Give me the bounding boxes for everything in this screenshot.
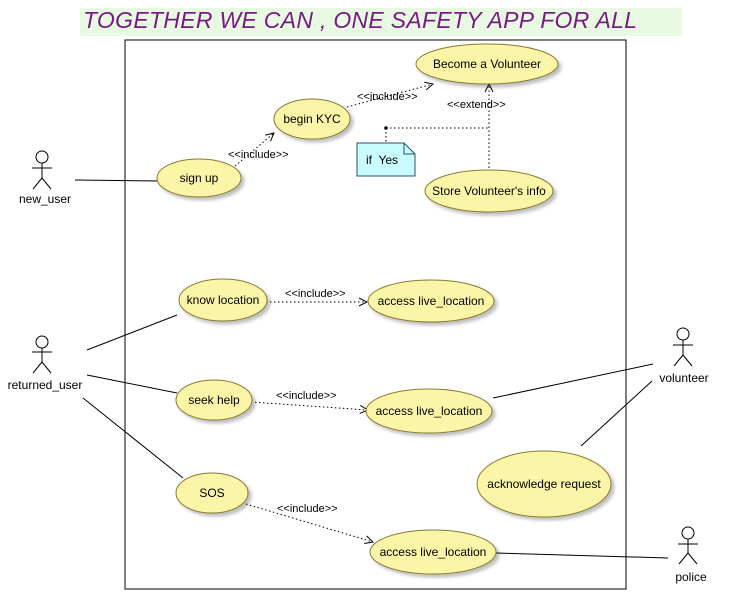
use-case-shape [365, 388, 493, 434]
use-case-store-volunteer-info[interactable]: Store Volunteer's info [424, 169, 554, 213]
association-lines [74, 179, 669, 559]
assoc-volunteer-access-live-location [492, 363, 654, 399]
include-signup-kyc-line [234, 133, 274, 167]
use-case-label: access live_location [376, 404, 483, 418]
use-case-acknowledge-request[interactable]: acknowledge request [476, 450, 612, 518]
use-case-begin-kyc[interactable]: begin KYC [273, 98, 351, 140]
actor-label: police [675, 570, 707, 584]
use-case-label: Store Volunteer's info [432, 184, 546, 198]
include-label-sos: <<include>> [277, 503, 338, 515]
use-case-shape [175, 379, 253, 421]
use-case-label: access live_location [378, 294, 485, 308]
use-case-become-volunteer[interactable]: Become a Volunteer [415, 43, 559, 85]
use-cases: Become a Volunteer begin KYC sign up Sto… [156, 43, 612, 575]
include-label-know-location: <<include>> [285, 288, 346, 300]
use-case-shape [175, 472, 249, 514]
assoc-returned-user-sos [82, 397, 184, 479]
assoc-returned-user-know-location [86, 314, 178, 351]
use-case-label: Become a Volunteer [433, 57, 541, 71]
use-case-shape [156, 158, 242, 198]
actor-label: returned_user [8, 378, 83, 392]
use-case-label: acknowledge request [487, 477, 601, 491]
assoc-new-user-sign-up [74, 179, 159, 182]
use-case-sign-up[interactable]: sign up [156, 158, 242, 198]
actor-volunteer[interactable]: volunteer [659, 327, 709, 385]
note-text: if Yes [366, 153, 398, 167]
use-case-label: begin KYC [283, 112, 341, 126]
actor-label: volunteer [659, 371, 708, 385]
stick-figure-icon [32, 335, 52, 374]
use-case-shape [476, 450, 612, 518]
include-seek-help-line [250, 401, 368, 410]
actor-returned-user[interactable]: returned_user [8, 335, 83, 392]
use-case-access-live-location-2[interactable]: access live_location [365, 388, 493, 434]
use-case-shape [424, 169, 554, 213]
assoc-police-access-live-location [495, 552, 669, 559]
use-case-seek-help[interactable]: seek help [175, 379, 253, 421]
actor-police[interactable]: police [675, 526, 707, 584]
assoc-volunteer-acknowledge-request [580, 380, 653, 447]
stick-figure-icon [32, 150, 52, 190]
include-label-signup-kyc: <<include>> [228, 149, 289, 161]
note-anchor-dot [384, 126, 388, 130]
use-case-label: seek help [188, 393, 240, 407]
diagram-title: TOGETHER WE CAN , ONE SAFETY APP FOR ALL [83, 7, 638, 33]
use-case-label: know location [187, 293, 260, 307]
use-case-know-location[interactable]: know location [178, 278, 268, 322]
use-case-label: access live_location [380, 545, 487, 559]
system-boundary [124, 39, 627, 590]
actor-label: new_user [19, 192, 71, 206]
note: if Yes [356, 142, 416, 177]
include-label-seek-help: <<include>> [276, 390, 337, 402]
use-case-access-live-location-3[interactable]: access live_location [369, 529, 497, 575]
stick-figure-icon [673, 327, 693, 367]
include-kyc-volunteer-line [346, 84, 433, 108]
stick-figure-icon [678, 526, 698, 565]
use-case-shape [369, 529, 497, 575]
assoc-returned-user-seek-help [86, 374, 178, 394]
title-banner [80, 8, 682, 36]
extend-label-store-volunteer: <<extend>> [447, 99, 506, 111]
use-case-label: sign up [180, 171, 219, 185]
note-fold [403, 143, 415, 155]
include-label-kyc-volunteer: <<include>> [357, 91, 418, 103]
use-case-shape [273, 98, 351, 140]
use-case-shape [367, 279, 495, 323]
use-case-sos[interactable]: SOS [175, 472, 249, 514]
note-shape [356, 142, 416, 177]
dependency-lines [234, 84, 489, 542]
use-case-shape [178, 278, 268, 322]
use-case-access-live-location-1[interactable]: access live_location [367, 279, 495, 323]
actor-new-user[interactable]: new_user [19, 150, 71, 206]
use-case-label: SOS [199, 486, 224, 500]
use-case-shape [415, 43, 559, 85]
